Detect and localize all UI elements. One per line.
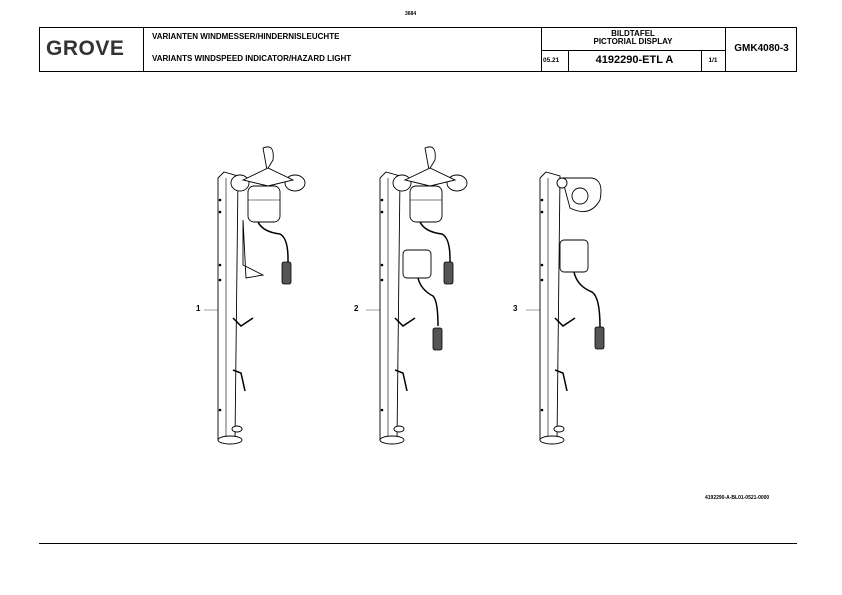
mast-variant-2 — [366, 146, 468, 445]
cable — [419, 221, 451, 269]
bolt-hole — [218, 408, 222, 412]
display-label-english: PICTORIAL DISPLAY — [593, 37, 673, 46]
bolt-hole — [540, 210, 544, 214]
bolt-hole — [380, 278, 384, 282]
bracket-hole — [571, 187, 589, 205]
mast-variant-3 — [526, 171, 605, 445]
hazard-light — [402, 249, 432, 279]
bolt-hole — [380, 263, 384, 267]
callout-2: 2 — [354, 304, 359, 313]
cable — [417, 277, 439, 327]
cable-hook — [554, 317, 576, 327]
anemometer-body — [409, 185, 443, 223]
plug-connector — [443, 261, 454, 285]
anemometer-rotor — [403, 167, 457, 187]
bracket-clamp — [556, 177, 568, 189]
mast-foot — [539, 435, 565, 445]
mast-foot — [379, 435, 405, 445]
mast-foot — [217, 435, 243, 445]
bolt-hole — [218, 278, 222, 282]
cable — [257, 221, 289, 269]
callout-1: 1 — [196, 304, 201, 313]
bolt-hole — [540, 278, 544, 282]
grove-logo: GROVE — [46, 37, 125, 60]
mounting-bracket — [242, 219, 265, 279]
anemometer-cup — [230, 174, 250, 192]
bolt-hole — [380, 198, 384, 202]
bolt-hole — [540, 408, 544, 412]
mast-foot-lug — [393, 425, 405, 433]
cable-hook — [394, 317, 416, 327]
mast-foot-lug — [553, 425, 565, 433]
bolt-hole — [540, 198, 544, 202]
bolt-hole — [540, 263, 544, 267]
mast-pole — [539, 171, 561, 441]
model-name: GMK4080-3 — [734, 43, 789, 54]
cable — [573, 271, 601, 328]
drawing-number: 4192290-ETL A — [595, 54, 674, 66]
cable-hook — [232, 317, 254, 327]
bolt-hole — [380, 210, 384, 214]
callout-3: 3 — [513, 304, 518, 313]
plug-connector — [281, 261, 292, 285]
bolt-hole — [218, 198, 222, 202]
image-code: 4192290-A-BL01-0521-0000 — [705, 495, 770, 501]
anemometer-cup — [262, 146, 274, 172]
bolt-hole — [380, 408, 384, 412]
mast-variant-1 — [204, 146, 306, 445]
page-number: 3684 — [405, 11, 417, 17]
anemometer-cup — [424, 146, 436, 172]
title-german: VARIANTEN WINDMESSER/HINDERNISLEUCHTE — [152, 32, 340, 41]
date: 05.21 — [543, 57, 560, 64]
bolt-hole — [218, 263, 222, 267]
cable-hook — [554, 369, 568, 392]
anemometer-rotor — [241, 167, 295, 187]
footer-line — [39, 543, 797, 544]
sheet-number: 1/1 — [708, 57, 718, 64]
anemometer-cup — [392, 174, 412, 192]
cable-hook — [232, 369, 246, 392]
anemometer-body — [247, 185, 281, 223]
bolt-hole — [218, 210, 222, 214]
display-label: BILDTAFEL PICTORIAL DISPLAY — [541, 30, 725, 46]
mast-pole — [217, 171, 239, 441]
display-label-german: BILDTAFEL — [611, 29, 655, 38]
plug-connector — [432, 327, 443, 351]
plug-connector — [594, 326, 605, 350]
title-block: GROVE VARIANTEN WINDMESSER/HINDERNISLEUC… — [39, 27, 797, 72]
cable-hook — [394, 369, 408, 392]
hazard-light — [559, 239, 589, 273]
mast-foot-lug — [231, 425, 243, 433]
mast-pole — [379, 171, 401, 441]
title-english: VARIANTS WINDSPEED INDICATOR/HAZARD LIGH… — [152, 54, 352, 63]
